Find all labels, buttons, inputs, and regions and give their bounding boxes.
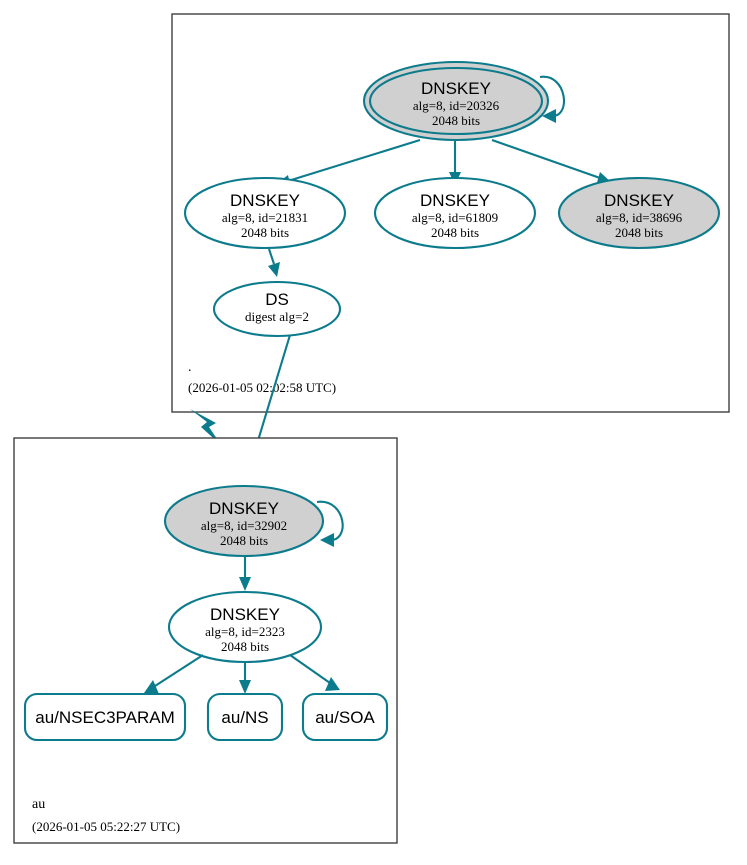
node-root-zsk-61809-size: 2048 bits xyxy=(431,225,479,240)
node-root-ksk-38696-size: 2048 bits xyxy=(615,225,663,240)
node-root-zsk-21831-title: DNSKEY xyxy=(230,191,300,210)
node-root-ksk-38696-params: alg=8, id=38696 xyxy=(596,210,683,225)
rrset-au-ns-box xyxy=(206,692,284,742)
edge-au-ksk-self-sign xyxy=(316,500,344,547)
node-root-ksk-38696-ring xyxy=(557,176,721,250)
delegation-arrow-root-to-au xyxy=(190,409,221,445)
node-root-ksk-20326-inner-ring xyxy=(368,66,544,136)
zone-root-label: . xyxy=(188,360,192,375)
node-root-ksk-20326-params: alg=8, id=20326 xyxy=(413,98,500,113)
node-au-zsk-2323[interactable]: DNSKEY alg=8, id=2323 2048 bits xyxy=(167,590,323,664)
node-au-zsk-2323-title: DNSKEY xyxy=(210,605,280,624)
rrset-au-ns-label: au/NS xyxy=(221,708,268,727)
node-root-zsk-21831-size: 2048 bits xyxy=(241,225,289,240)
edge-root-ksk-self-sign xyxy=(539,75,566,123)
edge-au-zsk-to-soa xyxy=(289,654,340,691)
edge-au-zsk-to-nsec3param xyxy=(144,654,204,694)
rrset-au-soa-box xyxy=(301,692,389,742)
node-au-zsk-2323-params: alg=8, id=2323 xyxy=(205,624,285,639)
node-root-ksk-20326-title: DNSKEY xyxy=(421,79,491,98)
zone-au-timestamp: (2026-01-05 05:22:27 UTC) xyxy=(32,819,180,834)
node-root-ds[interactable]: DS digest alg=2 xyxy=(212,280,342,338)
node-root-ds-title: DS xyxy=(265,290,289,309)
node-root-ksk-38696[interactable]: DNSKEY alg=8, id=38696 2048 bits xyxy=(557,176,721,250)
node-au-ksk-32902-ring xyxy=(163,484,325,558)
edge-root-zsk21831-to-ds xyxy=(268,248,280,277)
node-root-ds-ring xyxy=(212,280,342,338)
zone-au-label: au xyxy=(32,797,45,812)
node-root-zsk-61809-ring xyxy=(373,176,537,250)
node-root-zsk-61809[interactable]: DNSKEY alg=8, id=61809 2048 bits xyxy=(373,176,537,250)
rrset-au-soa[interactable]: au/SOA xyxy=(301,692,389,742)
zone-root: DNSKEY alg=8, id=20326 2048 bits DNSKEY … xyxy=(171,13,730,413)
edge-au-zsk-to-ns xyxy=(239,663,251,694)
zone-root-timestamp: (2026-01-05 02:02:58 UTC) xyxy=(188,380,336,395)
zone-au: DNSKEY alg=8, id=32902 2048 bits DNSKEY … xyxy=(13,437,398,844)
node-root-zsk-21831-params: alg=8, id=21831 xyxy=(222,210,308,225)
rrset-au-nsec3param-label: au/NSEC3PARAM xyxy=(35,708,175,727)
node-au-zsk-2323-ring xyxy=(167,590,323,664)
node-root-zsk-21831[interactable]: DNSKEY alg=8, id=21831 2048 bits xyxy=(183,176,347,250)
node-au-ksk-32902-size: 2048 bits xyxy=(220,533,268,548)
node-au-zsk-2323-size: 2048 bits xyxy=(221,639,269,654)
rrset-au-ns[interactable]: au/NS xyxy=(206,692,284,742)
rrset-au-soa-label: au/SOA xyxy=(315,708,375,727)
edge-au-ksk-to-zsk xyxy=(239,557,251,591)
node-root-zsk-21831-ring xyxy=(183,176,347,250)
node-au-ksk-32902-title: DNSKEY xyxy=(209,499,279,518)
node-au-ksk-32902-params: alg=8, id=32902 xyxy=(201,518,287,533)
rrset-au-nsec3param-box xyxy=(23,692,187,742)
node-root-ksk-38696-title: DNSKEY xyxy=(604,191,674,210)
node-root-ksk-20326-size: 2048 bits xyxy=(432,113,480,128)
node-root-zsk-61809-title: DNSKEY xyxy=(420,191,490,210)
node-root-ksk-20326[interactable]: DNSKEY alg=8, id=20326 2048 bits xyxy=(362,60,550,142)
rrset-au-nsec3param[interactable]: au/NSEC3PARAM xyxy=(23,692,187,742)
node-au-ksk-32902[interactable]: DNSKEY alg=8, id=32902 2048 bits xyxy=(163,484,325,558)
node-root-zsk-61809-params: alg=8, id=61809 xyxy=(412,210,498,225)
node-root-ds-digest: digest alg=2 xyxy=(245,309,309,324)
